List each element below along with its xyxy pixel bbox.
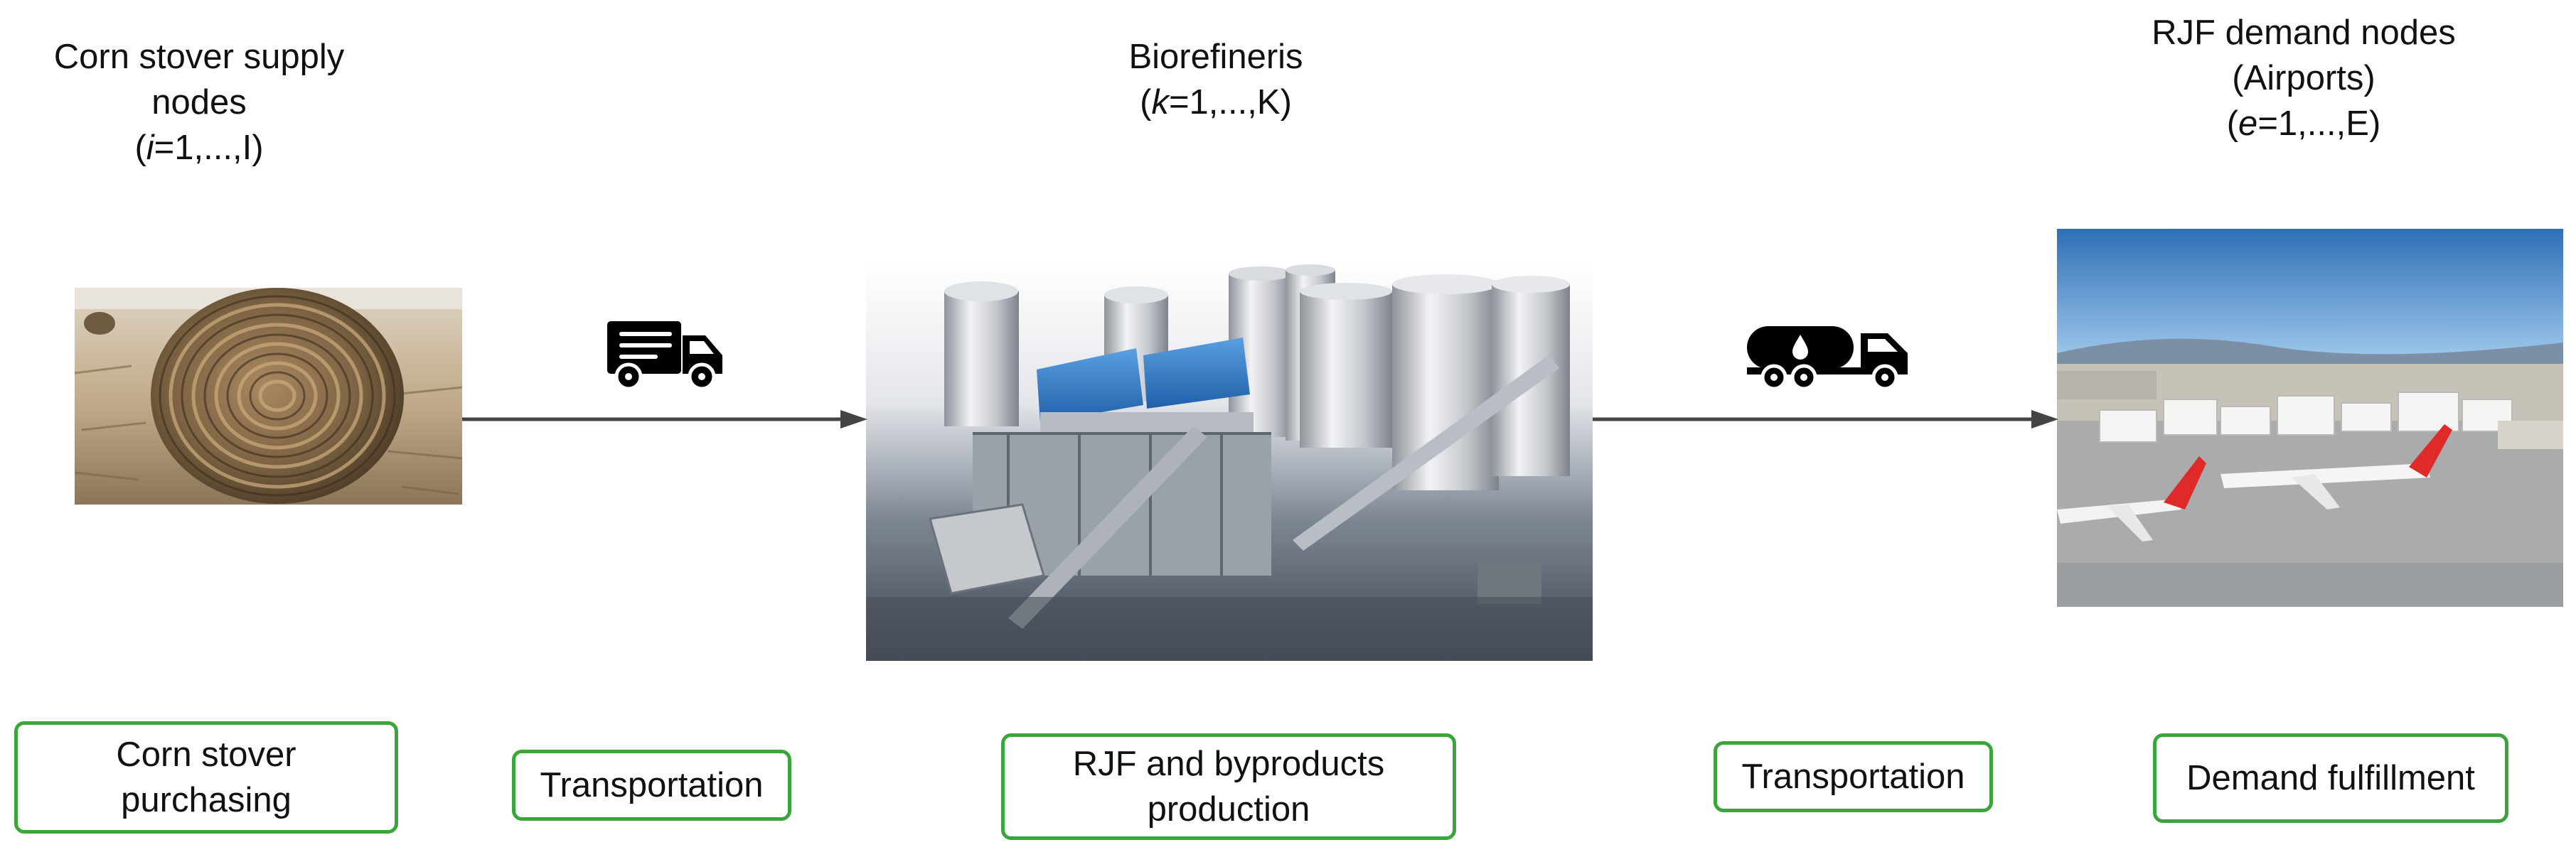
supply-node-title-text: Corn stover supply nodes xyxy=(53,38,345,122)
biorefinery-node-title: Biorefineris (k=1,...,K) xyxy=(1059,34,1372,125)
activity-box-demand-fulfillment: Demand fulfillment xyxy=(2153,733,2508,823)
activity-box-purchasing: Corn stover purchasing xyxy=(14,721,398,834)
activity-box-production: RJF and byproducts production xyxy=(1001,733,1456,840)
airport-photo xyxy=(2057,229,2563,607)
activity-label-transportation-1: Transportation xyxy=(540,766,764,804)
supply-node-index: (i=1,...,I) xyxy=(134,129,264,167)
supply-node-title: Corn stover supply nodes (i=1,...,I) xyxy=(50,34,348,171)
demand-node-title-line1: RJF demand nodes xyxy=(2152,14,2456,52)
tanker-truck-icon xyxy=(1747,326,1908,391)
biorefinery-node-title-text: Biorefineris xyxy=(1128,38,1303,76)
corn-stover-bale-photo xyxy=(75,288,462,505)
arrow-biorefinery-to-airport xyxy=(1593,410,2058,428)
demand-node-title: RJF demand nodes (Airports) (e=1,...,E) xyxy=(2090,10,2517,146)
demand-node-index: (e=1,...,E) xyxy=(2226,104,2381,143)
demand-node-title-line2: (Airports) xyxy=(2232,59,2375,97)
activity-label-production: RJF and byproducts production xyxy=(1072,745,1385,829)
arrow-supply-to-biorefinery xyxy=(462,410,867,428)
activity-box-transportation-1: Transportation xyxy=(512,750,791,821)
biorefinery-node-index: (k=1,...,K) xyxy=(1140,83,1292,122)
activity-box-transportation-2: Transportation xyxy=(1714,741,1993,812)
activity-label-transportation-2: Transportation xyxy=(1741,758,1965,796)
activity-label-demand-fulfillment: Demand fulfillment xyxy=(2186,759,2475,797)
truck-icon xyxy=(607,321,722,391)
biorefinery-plant-photo xyxy=(866,263,1593,661)
activity-label-purchasing: Corn stover purchasing xyxy=(116,735,296,819)
